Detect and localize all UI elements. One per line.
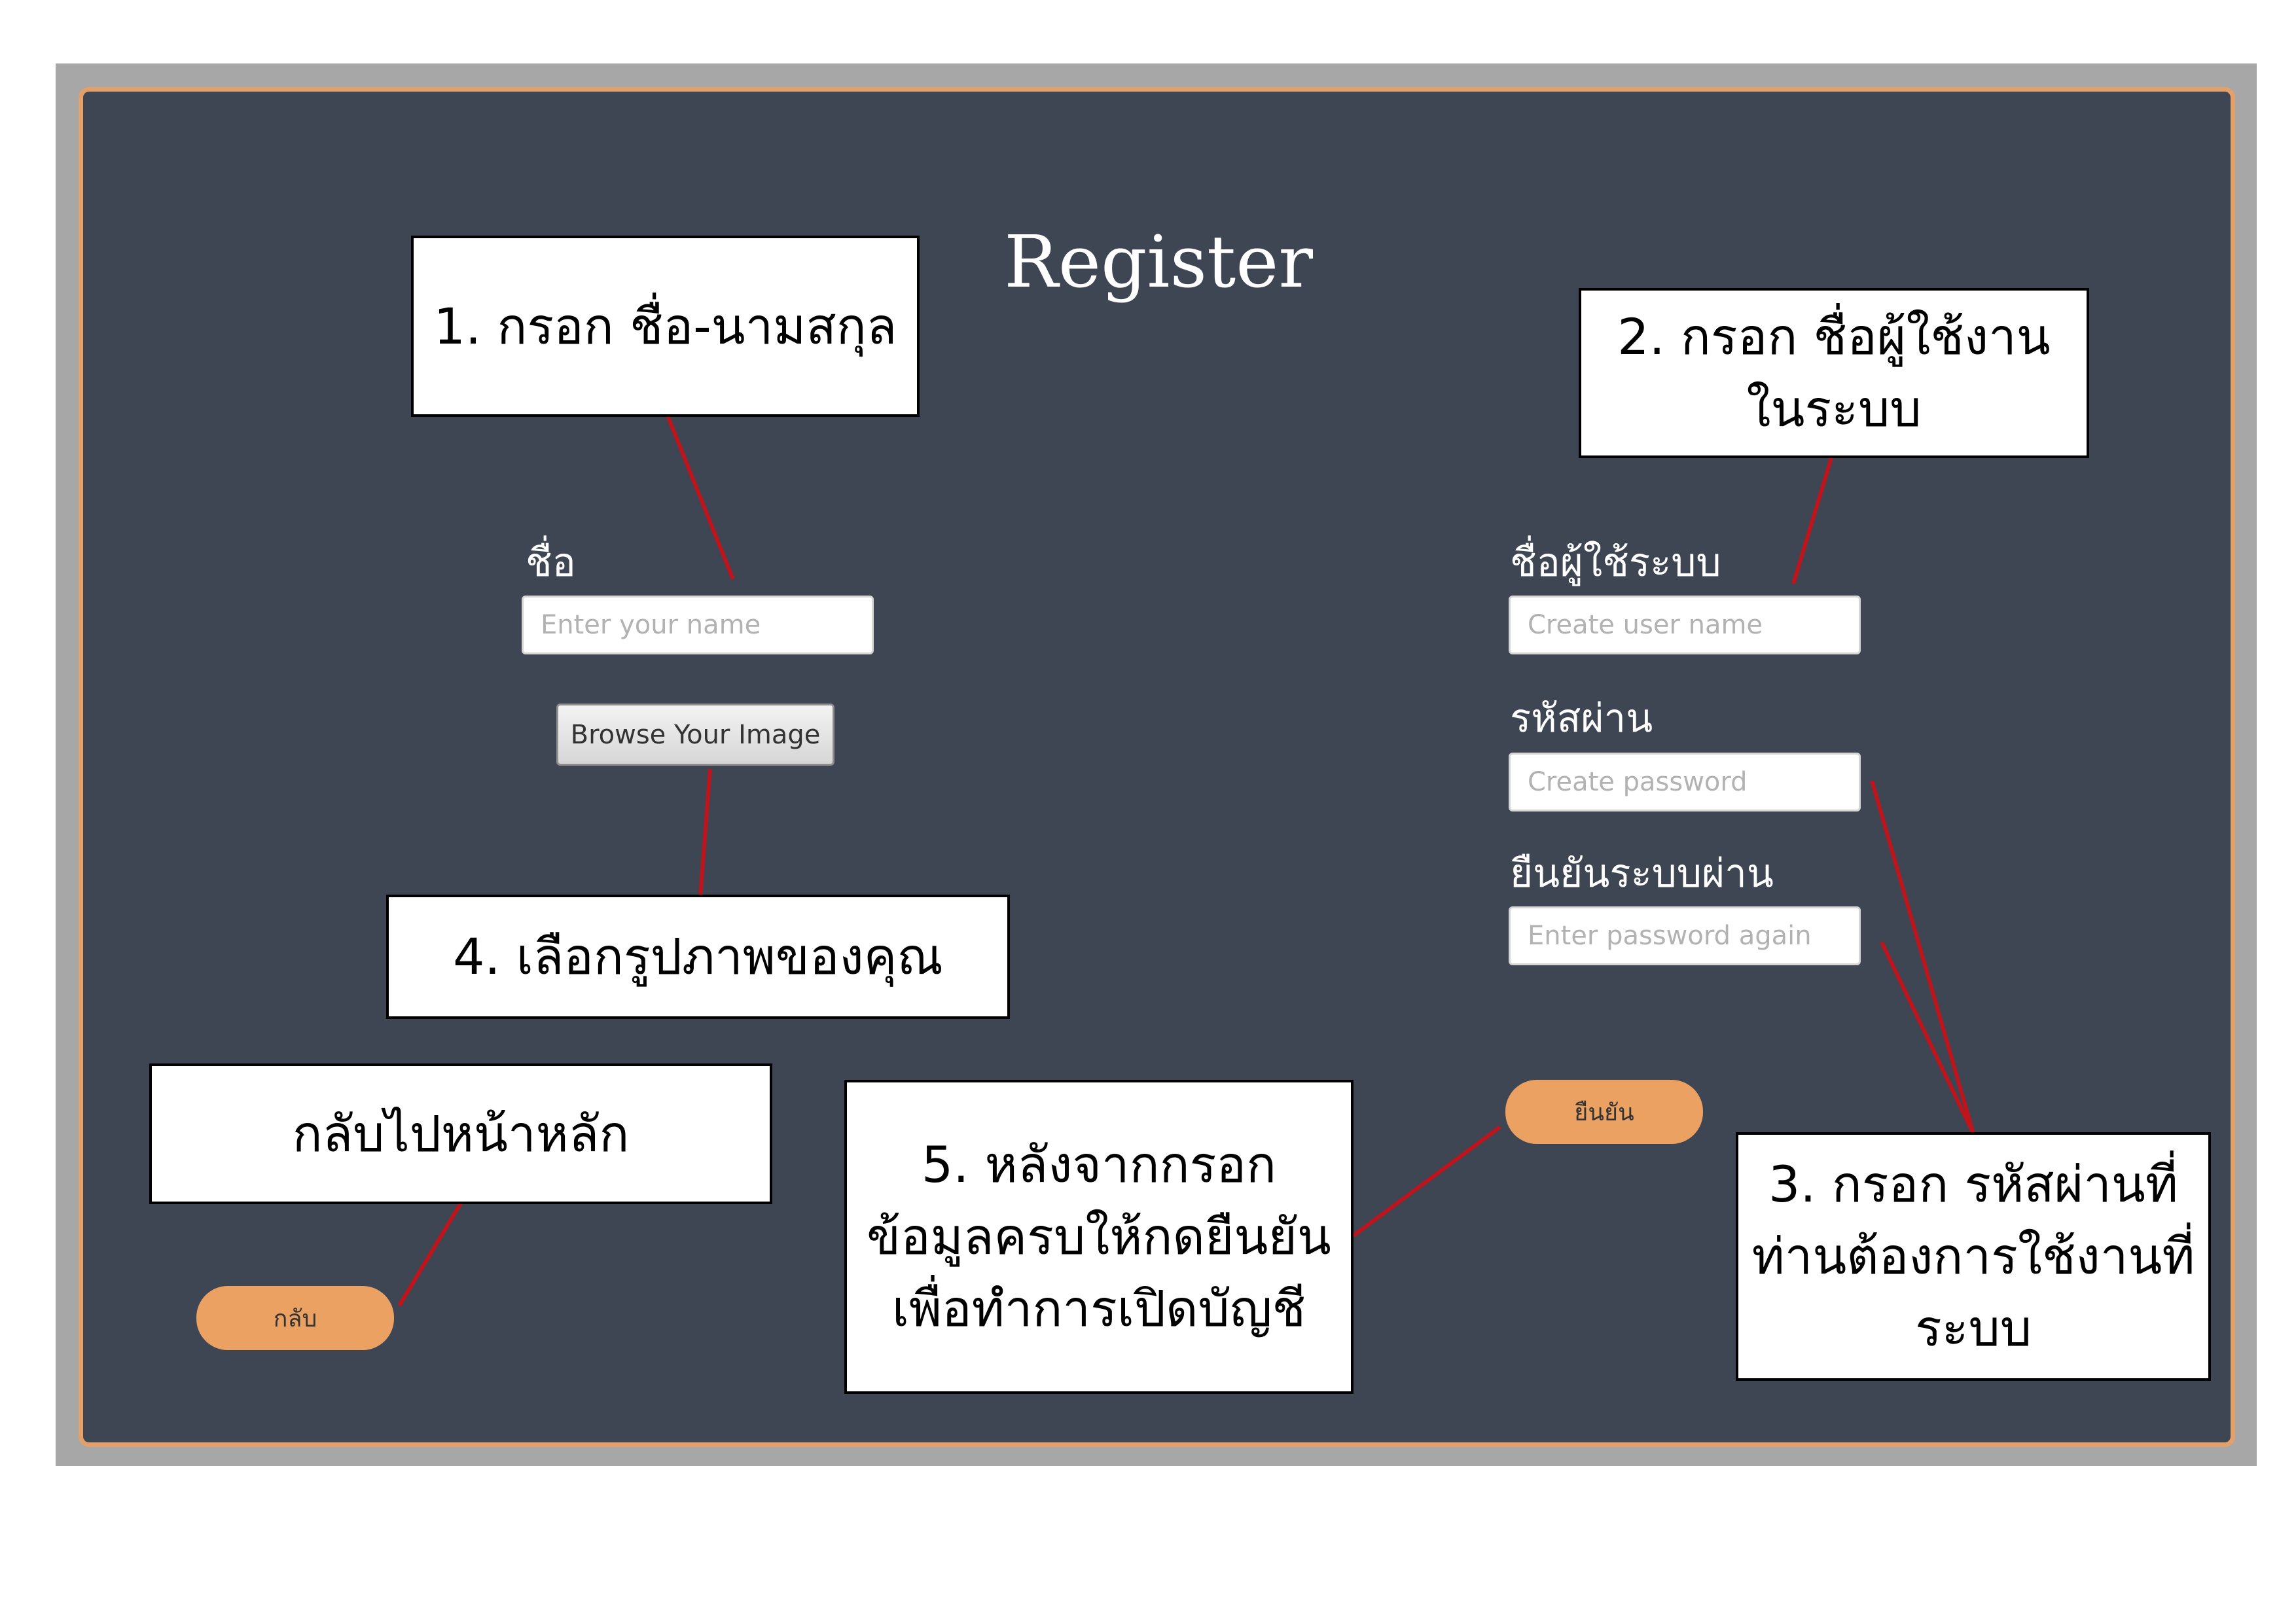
connector-step2 — [1791, 457, 1833, 584]
callout-step4: 4. เลือกรูปภาพของคุณ — [386, 895, 1010, 1019]
password-label: รหัสผ่าน — [1510, 696, 1653, 741]
page-title: Register — [1004, 220, 1313, 304]
confirm-button[interactable]: ยืนยัน — [1505, 1080, 1703, 1144]
callout-back: กลับไปหน้าหลัก — [149, 1063, 772, 1204]
callout-step1: 1. กรอก ชื่อ-นามสกุล — [411, 236, 920, 417]
connector-step3-password — [1870, 780, 1975, 1134]
username-input[interactable] — [1509, 596, 1861, 654]
callout-step5: 5. หลังจากกรอกข้อมูลครบให้กดยืนยัน เพื่อ… — [844, 1080, 1354, 1394]
callout-step3: 3. กรอก รหัสผ่านที่ท่านต้องการใช้งานที่ร… — [1736, 1132, 2211, 1381]
confirm-password-label: ยืนยันระบบผ่าน — [1510, 851, 1774, 897]
username-label: ชื่อผู้ใช้ระบบ — [1510, 540, 1721, 586]
back-button[interactable]: กลับ — [196, 1286, 394, 1350]
name-label: ชื่อ — [526, 540, 576, 586]
browse-image-button[interactable]: Browse Your Image — [556, 704, 834, 766]
connector-step4 — [698, 768, 712, 897]
connector-back — [397, 1201, 463, 1307]
callout-step2: 2. กรอก ชื่อผู้ใช้งานในระบบ — [1579, 288, 2089, 458]
name-input[interactable] — [522, 596, 874, 654]
connector-step1 — [666, 414, 735, 580]
connector-step5 — [1352, 1125, 1501, 1238]
connector-step3-confirm — [1880, 941, 1975, 1135]
password-input[interactable] — [1509, 753, 1861, 812]
confirm-password-input[interactable] — [1509, 906, 1861, 965]
